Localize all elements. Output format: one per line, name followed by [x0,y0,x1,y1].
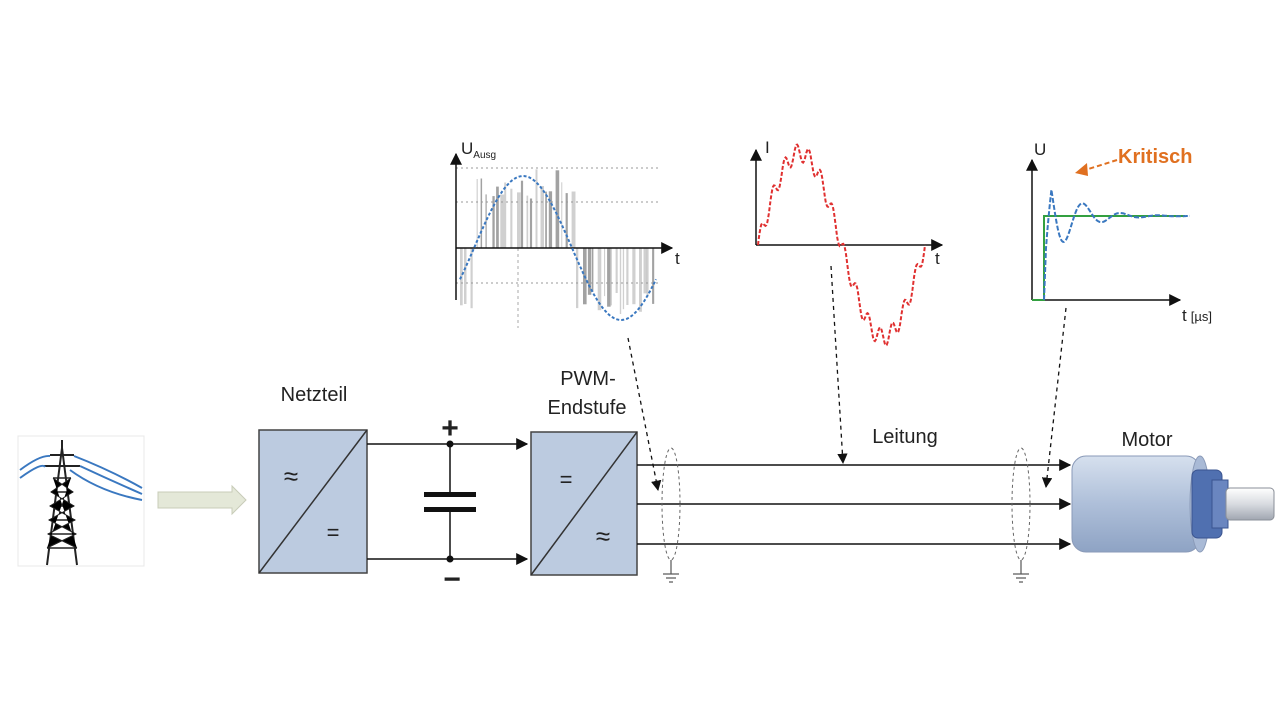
motor-icon [1071,455,1275,553]
overshoot-graph-y-label: U [1034,140,1046,159]
netzteil-label: Netzteil [281,384,348,406]
netzteil-ac-symbol: ≈ [284,461,298,491]
capacitor-minus-label: − [443,563,461,596]
pwm-pulse-bar [610,248,612,306]
pwm-voltage-graph: UAusg t [450,139,680,328]
pwm-pulse-bar [545,191,547,248]
current-graph: I t [750,138,944,347]
dc-link [367,438,529,565]
pwm-pulse-bar [626,248,629,305]
critical-arrowhead [1075,163,1088,176]
capacitor-symbol [424,492,476,512]
pwm-pulse-bar [470,248,473,309]
power-pylon-icon [17,435,145,567]
pwm-label-line2: Endstufe [548,397,627,419]
pwm-pulse-bar [520,180,524,248]
pwm-pulse-bar [496,186,499,248]
pwm-pulse-bar [615,248,618,293]
ringing-voltage [1043,189,1190,301]
critical-pointer [1081,159,1118,172]
netzteil-dc-symbol: = [327,520,340,545]
pwm-pulse-bar [464,248,467,304]
leitung-label: Leitung [872,426,938,448]
pwm-graph-y-label: UAusg [461,139,496,161]
pwm-pulse-bar [591,248,594,292]
pwm-label-line1: PWM- [560,368,616,390]
pwm-pulse-bar [622,248,625,310]
pwm-pulse-bar [526,195,529,248]
overshoot-graph-x-label: t[µs] [1182,306,1212,325]
pwm-pulse-bar [565,193,568,248]
capacitor-plus-label: + [441,412,459,445]
pwm-pulse-bar [576,248,579,309]
pwm-pulse-bar [571,191,576,248]
pwm-pulse-bar [500,194,505,248]
ground-icon [663,560,679,583]
pwm-pulse-bar [619,248,622,314]
cable-shield-left [661,447,681,561]
pwm-pulse-bar [529,198,533,248]
pwm-pulse-bar [604,248,606,297]
pwm-pulse-bar [607,248,611,307]
pwm-pulse-bar [492,196,495,248]
output-lines [637,459,1072,550]
ground-icon [1013,560,1029,583]
cable-shield-right [1011,447,1031,561]
graph-pointers [627,265,1067,492]
pwm-ac-symbol: ≈ [596,521,610,551]
pwm-pulse-bar [480,178,483,248]
motor-label: Motor [1121,429,1172,451]
pwm-fundamental-sine [459,175,657,321]
pwm-pulse-bar [555,170,560,248]
pwm-pulse-bar [504,182,507,248]
pwm-pulse-bars [460,169,655,314]
pwm-pulse-bar [643,248,648,294]
netzteil-block: ≈ = [258,429,368,574]
pwm-pulse-bar [632,248,636,305]
current-waveform [757,143,926,347]
pwm-pulse-bar [597,248,602,311]
pwm-pulse-bar [517,192,521,248]
pwm-pulse-bar [548,191,553,248]
pwm-pulse-bar [476,179,478,248]
critical-annotation: Kritisch [1118,146,1192,168]
pwm-pulse-bar [587,248,592,295]
pwm-pulse-bar [535,169,538,248]
pwm-pulse-bar [652,248,655,304]
feed-arrow [157,484,247,516]
overshoot-graph: U t[µs] Kritisch [1026,140,1212,325]
pwm-pulse-bar [485,194,487,248]
pwm-block: = ≈ [530,431,638,576]
pwm-pulse-bar [646,248,649,297]
pwm-graph-x-label: t [675,249,680,268]
pwm-pulse-bar [540,186,544,248]
current-graph-y-label: I [765,138,770,157]
pwm-pulse-bar [561,182,563,248]
pwm-pulse-bar [639,248,642,312]
pwm-dc-symbol: = [560,467,573,492]
current-graph-x-label: t [935,249,940,268]
pwm-pulse-bar [510,188,513,248]
ideal-step-signal [1032,215,1185,301]
